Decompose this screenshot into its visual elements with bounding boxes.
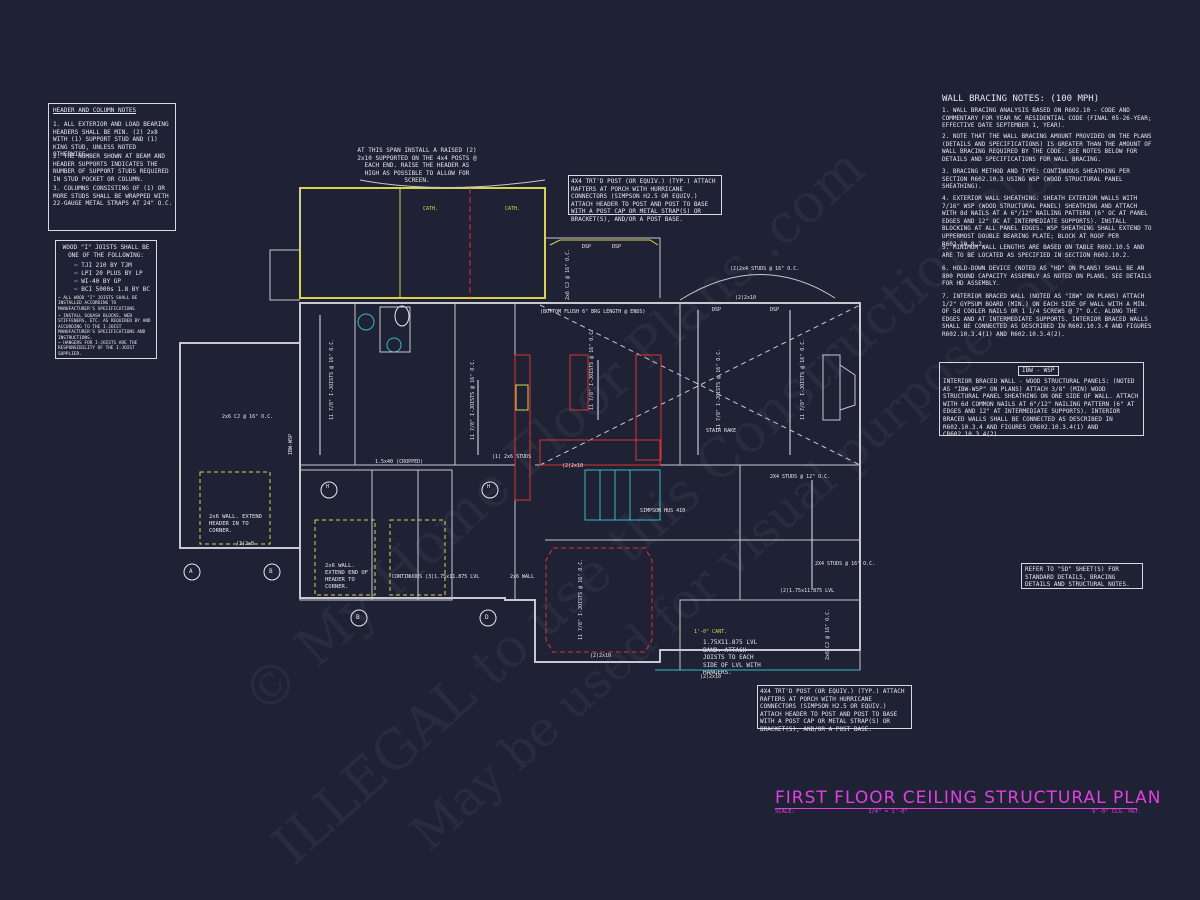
cj-rear-label: 2x6 CJ @ 16" O.C. <box>825 609 831 660</box>
joist-item-3: ~ WI-40 BY GP <box>74 278 121 285</box>
joist-item-4: ~ BCI 5000s 1.8 BY BC <box>74 286 150 293</box>
continuous-label: CONTINUOUS (3)1.75x11.875 LVL <box>392 574 479 580</box>
cant-label: 1'-0" CANT. <box>694 629 727 635</box>
sheet-title: FIRST FLOOR CEILING STRUCTURAL PLAN <box>775 788 1162 808</box>
joist-label-3: 11 7/8" I-JOISTS @ 16" O.C. <box>589 329 595 410</box>
octagon-room <box>545 547 653 653</box>
bubble-b: B <box>269 568 273 575</box>
bracing-note-1: 1. WALL BRACING ANALYSIS BASED ON R602.1… <box>942 107 1156 130</box>
rear-porch-outline <box>545 237 661 298</box>
post-bottom-callout: 4X4 TRT'D POST (OR EQUIV.) (TYP.) ATTACH… <box>760 688 909 733</box>
dsp-label-1: DSP <box>582 244 591 250</box>
hus-label: SIMPSON HUS 410 <box>640 508 685 514</box>
post-top-callout-box <box>568 175 722 215</box>
header-note-1: 1. ALL EXTERIOR AND LOAD BEARING HEADERS… <box>53 121 173 159</box>
hdr-label-1: (2)2x10 <box>735 295 756 301</box>
cj-garage-label: 2x6 CJ @ 16" O.C. <box>222 414 273 420</box>
ibw-legend-box <box>939 362 1144 436</box>
front-porch-outline <box>679 599 861 671</box>
ibw-legend-text: INTERIOR BRACED WALL - WOOD STRUCTURAL P… <box>943 378 1142 439</box>
joist-label-4: 11 7/8" I-JOISTS @ 16" O.C. <box>716 349 722 430</box>
porch-bump <box>269 188 301 301</box>
joist-label-2: 11 7/8" I-JOISTS @ 16" O.C. <box>470 359 476 440</box>
studs-label-3: 2X4 STUDS @ 16" O.C. <box>815 561 875 567</box>
header-note-3: 3. COLUMNS CONSISTING OF (1) OR MORE STU… <box>53 185 173 208</box>
ibw-tag: IBW - WSP <box>1018 366 1059 376</box>
joist-note-3: ~ HANGERS FOR I-JOISTS ARE THE RESPONSIB… <box>58 341 140 357</box>
scale-label: SCALE: 1/4" = 1'-0" <box>775 809 908 815</box>
wall-2x6b-note: 2x6 WALL. EXTEND END OF HEADER TO CORNER… <box>325 563 372 590</box>
garage-inner <box>199 471 271 545</box>
bottom-flush-label: (BOTTOM FLUSH 6" BRG LENGTH @ ENDS) <box>540 309 645 315</box>
bracing-note-3: 3. BRACING METHOD AND TYPE: CONTINUOUS S… <box>942 168 1134 191</box>
studs-2x6-label: (1) 2x6 STUDS <box>492 454 531 460</box>
dsp-label-2: DSP <box>612 244 621 250</box>
joist-item-1: ~ TJI 210 BY TJM <box>74 262 132 269</box>
bracing-note-5: 5. MINIMUM WALL LENGTHS ARE BASED ON TAB… <box>942 244 1148 259</box>
bracing-note-2: 2. NOTE THAT THE WALL BRACING AMOUNT PRO… <box>942 133 1156 163</box>
dsp-label-3: DSP <box>712 307 721 313</box>
joist-label-6: 11 7/8" I-JOISTS @ 16" O.C. <box>578 559 584 640</box>
post-bottom-callout-box <box>757 685 912 729</box>
scale-text: SCALE: <box>775 809 795 815</box>
joist-note-1: ~ ALL WOOD "I" JOISTS SHALL BE INSTALLED… <box>58 296 140 312</box>
scale-value: 1/4" = 1'-0" <box>868 809 908 815</box>
bubble-a: A <box>189 568 193 575</box>
title-underline <box>775 808 1137 809</box>
ibw-label: IBW-WSP <box>288 434 294 455</box>
bracing-notes-title: WALL BRACING NOTES: (100 MPH) <box>942 94 1100 104</box>
ceiling-height: 9'-0" CLG. HGT. <box>1092 809 1142 815</box>
bubble-d: D <box>485 614 489 621</box>
joist-notes-box <box>55 240 157 359</box>
bracing-note-6: 6. HOLD-DOWN DEVICE (NOTED AS "HD" ON PL… <box>942 265 1156 288</box>
screened-porch-outline <box>299 187 546 299</box>
hdr-label-5: (2)1.75x11.875 LVL <box>780 588 834 594</box>
cath-label-2: CATH. <box>505 206 520 212</box>
wall-2x6-note: 2x6 WALL. EXTEND HEADER IN TO CORNER. <box>209 514 266 534</box>
bracing-note-7: 7. INTERIOR BRACED WALL (NOTED AS "IBW" … <box>942 293 1156 338</box>
main-house-outline <box>299 302 861 663</box>
lvl-cropped-label: 1.5x40 (CROPPED) <box>375 459 423 465</box>
hdr-label-2: (2)2x10 <box>590 653 611 659</box>
bubble-c: B <box>356 614 360 621</box>
joist-notes-title: WOOD "I" JOISTS SHALL BE ONE OF THE FOLL… <box>62 244 153 259</box>
studs-label-2: 2X4 STUDS @ 12" O.C. <box>770 474 830 480</box>
header-notes-title: HEADER AND COLUMN NOTES <box>53 107 137 114</box>
stair-label: STAIR RAKE <box>706 428 736 434</box>
header-column-notes-box <box>48 103 176 231</box>
joist-note-2: ~ INSTALL SQUASH BLOCKS, WEB STIFFENERS,… <box>58 314 154 341</box>
wall-2x6c-label: 2x6 WALL <box>510 574 534 580</box>
header-note-2: 2. THE NUMBER SHOWN AT BEAM AND HEADER S… <box>53 153 173 183</box>
section-bubbles <box>183 481 499 627</box>
cath-label-1: CATH. <box>423 206 438 212</box>
refer-note: REFER TO "SD" SHEET(S) FOR STANDARD DETA… <box>1025 566 1130 589</box>
cj-porch-label: 2x6 CJ @ 16" O.C. <box>565 249 571 300</box>
refer-note-box <box>1021 563 1143 589</box>
dsp-label-4: DSP <box>770 307 779 313</box>
bracing-note-4: 4. EXTERIOR WALL SHEATHING: SHEATH EXTER… <box>942 195 1156 248</box>
post-top-callout: 4X4 TRT'D POST (OR EQUIV.) (TYP.) ATTACH… <box>571 178 720 223</box>
bubble-h1: H <box>326 484 329 490</box>
raised-header-callout: AT THIS SPAN INSTALL A RAISED (2) 2x10 S… <box>357 147 481 185</box>
hdr-label-6: (2)2x10 <box>562 463 583 469</box>
joist-label-1: 11 7/8" I-JOISTS @ 16" O.C. <box>329 339 335 420</box>
hdr-label-3: (2)2x10 <box>700 674 721 680</box>
bubble-h2: H <box>487 484 490 490</box>
joist-label-5: 11 7/8" I-JOISTS @ 16" O.C. <box>800 339 806 420</box>
studs-label-1: (2)2x4 STUDS @ 16" O.C. <box>730 266 799 272</box>
hdr-label-4: (3)2x8 <box>236 541 254 547</box>
joist-item-2: ~ LPI 20 PLUS BY LP <box>74 270 143 277</box>
